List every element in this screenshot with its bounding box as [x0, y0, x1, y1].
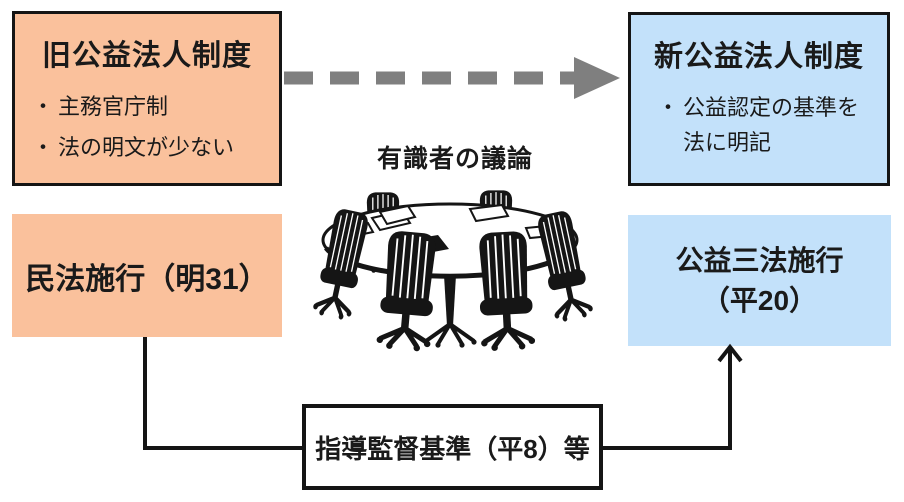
- new-system-bullet-list: ・ 公益認定の基準を 法に明記: [631, 87, 887, 158]
- up-arrowhead-icon: [717, 343, 743, 363]
- dashed-transition-arrow-icon: [284, 57, 620, 99]
- round-table-meeting-icon: [310, 188, 600, 354]
- bullet-text: 主務官庁制: [58, 94, 169, 119]
- new-system-title: 新公益法人制度: [653, 41, 864, 73]
- minpo-enforcement-box: 民法施行（明31）: [12, 214, 282, 337]
- koeki-sanpo-box: 公益三法施行 （平20）: [628, 215, 891, 346]
- koeki-sanpo-line1: 公益三法施行: [675, 244, 844, 276]
- bullet-item: ・ 法の明文が少ない: [32, 127, 279, 168]
- discussion-caption: 有識者の議論: [376, 145, 533, 173]
- old-system-bullet-list: ・ 主務官庁制 ・ 法の明文が少ない: [15, 86, 279, 169]
- koeki-sanpo-line2: （平20）: [701, 284, 818, 316]
- old-system-title: 旧公益法人制度: [41, 40, 252, 72]
- bullet-text-continuation: 法に明記: [683, 130, 772, 156]
- bullet-text: 公益認定の基準を: [683, 95, 860, 120]
- bullet-marker: ・: [32, 135, 55, 161]
- old-system-box: 旧公益法人制度 ・ 主務官庁制 ・ 法の明文が少ない: [12, 11, 282, 186]
- bullet-text: 法の明文が少ない: [58, 135, 235, 161]
- bullet-item: ・ 公益認定の基準を: [657, 87, 887, 128]
- bullet-item: ・ 主務官庁制: [32, 86, 279, 127]
- bullet-marker: ・: [657, 95, 680, 120]
- new-system-box: 新公益法人制度 ・ 公益認定の基準を 法に明記: [628, 12, 890, 186]
- bullet-marker: ・: [32, 94, 55, 119]
- shidou-kantoku-box: 指導監督基準（平8）等: [302, 404, 603, 490]
